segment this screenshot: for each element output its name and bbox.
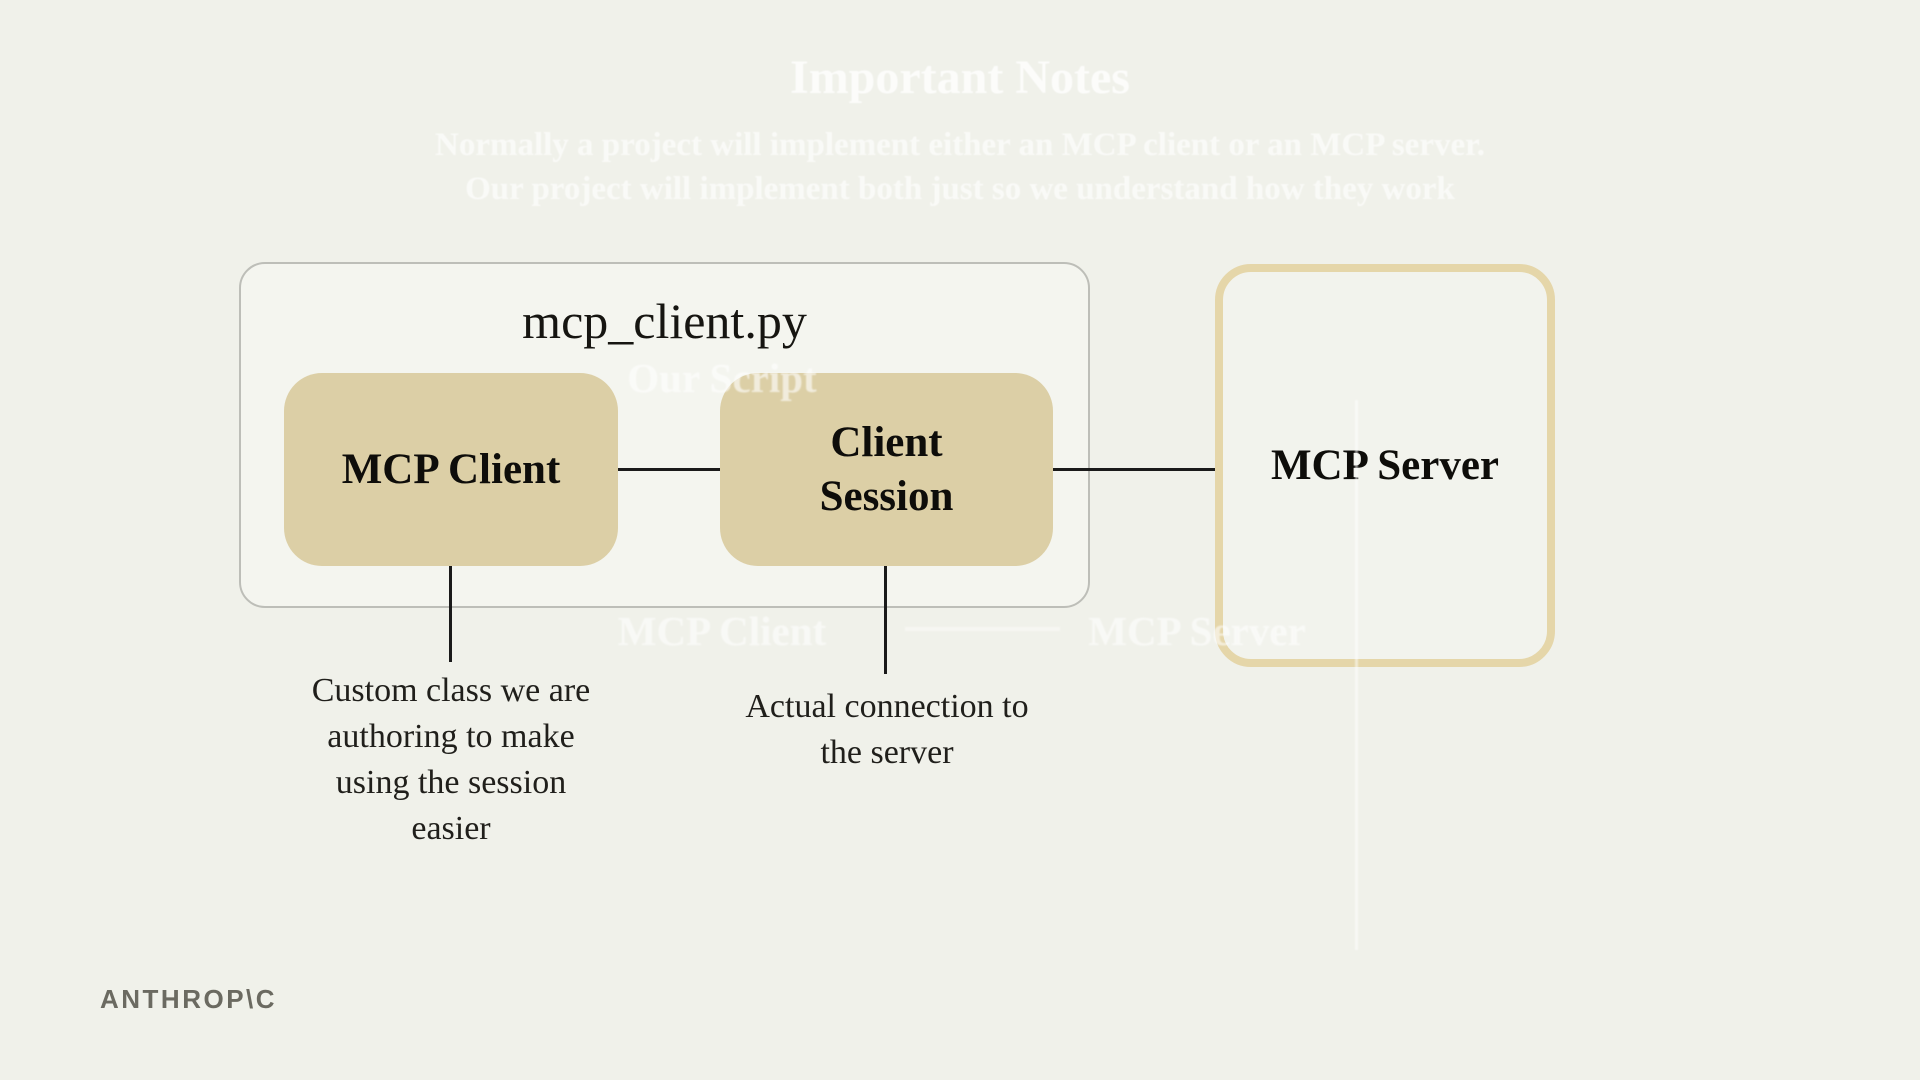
annotation-mcp-client: Custom class we are authoring to make us… [251,668,651,852]
mcp-server-box: MCP Server [1215,264,1555,667]
client-session-box: Client Session [720,373,1053,566]
annotation-line: Actual connection to [745,688,1029,725]
ghost-mcp-server-label: MCP Server [1088,608,1306,654]
file-title: mcp_client.py [522,293,807,349]
watermark-line-2: Our project will implement both just so … [465,171,1455,207]
mcp-client-label: MCP Client [341,445,561,493]
annotation-line: Custom class we are [311,672,591,709]
mcp-client-box: MCP Client [284,373,618,566]
annotation-client-session: Actual connection to the server [687,684,1087,776]
watermark-line-1: Normally a project will implement either… [435,127,1485,163]
watermark-title: Important Notes [790,51,1130,104]
annotation-line: easier [411,810,491,847]
ghost-vertical-line [1355,400,1358,950]
annotation-line: the server [820,734,954,771]
callout-line-mcp-client [449,566,452,662]
annotation-line: authoring to make [327,718,575,755]
anthropic-logo: ANTHROP\C [100,984,278,1014]
ghost-title: Our Script [627,355,817,401]
client-session-label-line-1: Client [830,418,943,466]
annotation-line: using the session [335,764,567,801]
callout-line-client-session [884,566,887,674]
connector-session-to-server [1053,468,1215,471]
ghost-connector-line [905,627,1060,631]
client-session-label-line-2: Session [819,472,954,520]
connector-client-to-session [618,468,720,471]
ghost-mcp-client-label: MCP Client [617,608,827,654]
mcp-server-label: MCP Server [1270,442,1500,489]
